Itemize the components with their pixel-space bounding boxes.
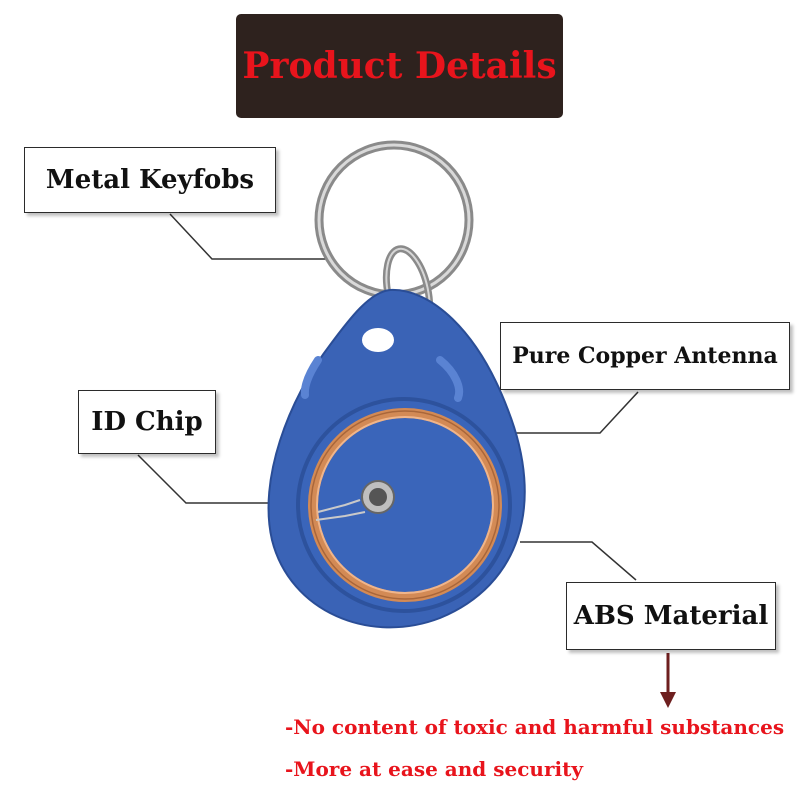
metal-keyfobs-label: Metal Keyfobs: [24, 147, 276, 213]
page-title: Product Details: [242, 45, 557, 87]
fob-body: [267, 288, 526, 629]
metal-keyfobs-leader: [169, 213, 330, 260]
title-banner: Product Details: [236, 14, 563, 118]
abs-material-label: ABS Material: [566, 582, 776, 650]
copper-antenna: [308, 408, 502, 602]
note-non-toxic: -No content of toxic and harmful substan…: [285, 715, 785, 739]
note-security: -More at ease and security: [285, 757, 583, 781]
down-arrow-icon: [660, 653, 676, 708]
abs-material-leader: [520, 541, 637, 581]
id-chip-label: ID Chip: [78, 390, 216, 454]
id-chip: [315, 480, 395, 521]
feature-notes: -No content of toxic and harmful substan…: [285, 706, 784, 790]
pure-copper-antenna-label: Pure Copper Antenna: [500, 322, 790, 390]
